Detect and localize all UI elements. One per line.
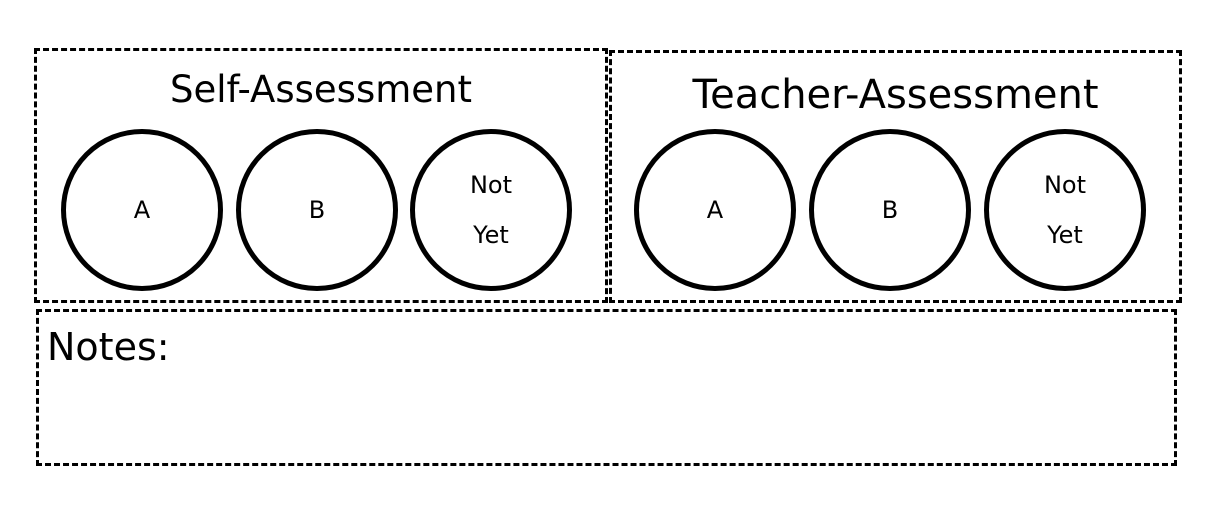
teacher-assessment-title: Teacher-Assessment xyxy=(692,72,1099,118)
teacher-option-b-label: B xyxy=(881,196,899,224)
teacher-option-b[interactable]: B xyxy=(809,129,971,291)
self-assessment-title: Self-Assessment xyxy=(169,68,473,111)
self-option-b-label: B xyxy=(308,196,326,224)
teacher-option-a-label: A xyxy=(706,196,724,224)
notes-area[interactable]: Notes: xyxy=(36,309,1177,466)
teacher-option-not-yet[interactable]: Not Yet xyxy=(984,129,1146,291)
self-option-a[interactable]: A xyxy=(61,129,223,291)
teacher-option-a[interactable]: A xyxy=(634,129,796,291)
notes-label: Notes: xyxy=(47,325,170,369)
self-option-b[interactable]: B xyxy=(236,129,398,291)
self-option-not-yet[interactable]: Not Yet xyxy=(410,129,572,291)
self-option-a-label: A xyxy=(133,196,151,224)
self-option-not-yet-label: Not Yet xyxy=(469,171,513,249)
teacher-assessment-panel: Teacher-Assessment A B Not Yet xyxy=(609,50,1182,303)
self-assessment-panel: Self-Assessment A B Not Yet xyxy=(34,48,608,303)
teacher-option-not-yet-label: Not Yet xyxy=(1043,171,1087,249)
